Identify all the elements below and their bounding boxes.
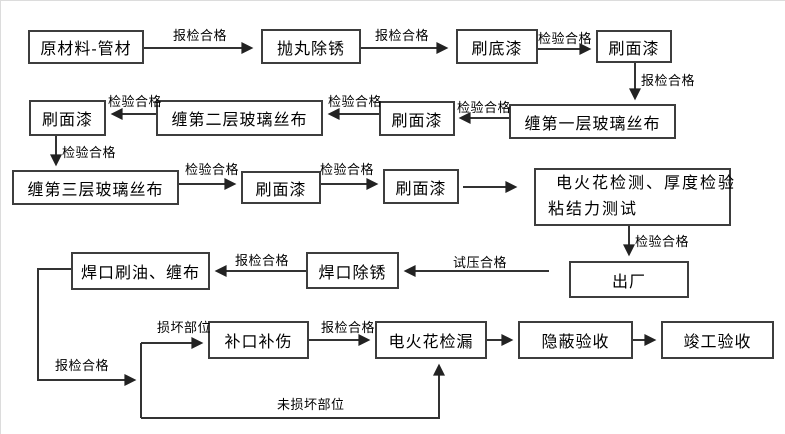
edge-label-undamaged-path: 未损坏部位 [277,397,345,412]
edge-label-blast-to-primer: 报检合格 [375,28,430,43]
node-wrap-fiberglass-layer1: 缠第一层玻璃丝布 [509,104,676,139]
edge-label-wrap1-to-topcoat2: 检验合格 [457,100,512,115]
node-completion-acceptance: 竣工验收 [661,321,774,359]
node-weld-joint-oil-wrap: 焊口刷油、缠布 [71,252,210,290]
node-brush-topcoat-4: 刷面漆 [241,171,321,204]
edge-label-topcoat2-to-wrap2: 检验合格 [328,94,383,109]
node-spark-thickness-test: 电火花检测、厚度检验 粘结力测试 [534,168,734,226]
node-raw-material: 原材料-管材 [28,30,144,64]
edge-oil-wrap-to-junction-arrow [37,268,137,386]
node-joint-damage-repair: 补口补伤 [208,321,309,359]
edge-label-wrap2-to-topcoat3: 检验合格 [108,94,163,109]
edge-label-repair-to-leak-test: 报检合格 [321,320,376,335]
node-spark-thickness-test-line1: 电火花检测、厚度检验 [556,175,737,192]
edge-label-pressure-to-weld-derust: 试压合格 [453,255,508,270]
node-wrap-fiberglass-layer2: 缠第二层玻璃丝布 [156,100,323,136]
edge-label-topcoat1-to-wrap1: 报检合格 [641,73,696,88]
node-concealed-acceptance: 隐蔽验收 [518,321,633,359]
edge-label-topcoat4-to-topcoat5: 检验合格 [320,162,375,177]
node-brush-primer: 刷底漆 [456,29,538,64]
node-spark-thickness-test-line2: 粘结力测试 [548,201,639,218]
node-brush-topcoat-3: 刷面漆 [29,100,106,136]
edge-label-topcoat3-to-wrap3: 检验合格 [62,145,117,160]
node-weld-joint-derust: 焊口除锈 [306,252,399,289]
edge-undamaged-path-arrow [141,363,445,419]
edge-label-primer-to-topcoat1: 检验合格 [538,31,593,46]
node-brush-topcoat-1: 刷面漆 [596,30,672,63]
node-brush-topcoat-2: 刷面漆 [379,101,455,136]
edge-label-raw-to-blast: 报检合格 [173,28,228,43]
edge-label-junction-to-repair: 损坏部位 [157,320,212,335]
node-spark-leak-detection: 电火花检漏 [375,321,487,359]
node-shot-blast-derust: 抛丸除锈 [261,29,361,64]
edge-label-test-to-factory: 检验合格 [635,234,690,249]
edge-label-weld-derust-to-oil-wrap: 报检合格 [235,253,290,268]
node-brush-topcoat-5: 刷面漆 [383,169,459,204]
edge-label-oil-wrap-to-junction: 报检合格 [55,358,110,373]
node-leave-factory: 出厂 [569,261,689,298]
node-wrap-fiberglass-layer3: 缠第三层玻璃丝布 [12,170,179,205]
edge-label-wrap3-to-topcoat4: 检验合格 [185,162,240,177]
